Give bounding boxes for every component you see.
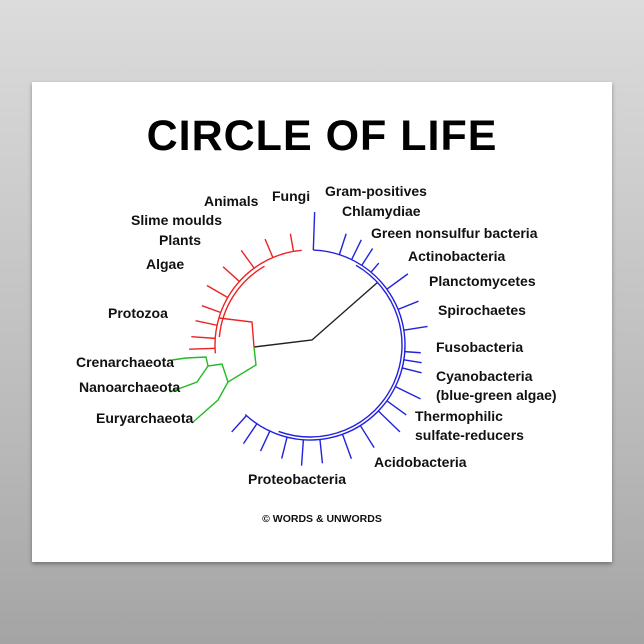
label-plants: Plants [159,232,202,248]
label-algae: Algae [146,256,185,272]
bacteria-leaf [359,425,375,448]
bacteria-leaf [361,248,374,266]
bacteria-arc [244,249,406,441]
bacteria-leaf [386,400,407,416]
bacteria-leaf [397,300,419,311]
label-sulfate-reducers: sulfate-reducers [415,427,524,443]
label-acidobacteria: Acidobacteria [374,454,467,470]
root-branch [253,281,379,348]
label-protozoa: Protozoa [108,305,168,321]
eukaryote-leaf [201,305,221,314]
eukaryote-leaf [240,249,255,269]
bacteria-leaf [403,325,428,331]
eukaryote-arc [214,249,302,354]
bacteria-leaf [242,423,258,445]
bacteria-leaf [377,410,401,433]
bacteria-leaf [404,350,421,354]
bacteria-inner-arc [278,264,403,438]
label-cyanobacteria: Cyanobacteria [436,368,533,384]
label-crenarchaeota: Crenarchaeota [76,354,175,370]
label-proteobacteria: Proteobacteria [248,471,347,487]
poster: CIRCLE OF LIFE Fungi Animals Slime mould… [32,82,612,562]
label-cyanobacteria-note: (blue-green algae) [436,387,557,403]
label-animals: Animals [204,193,259,209]
archaea-stem [191,346,257,424]
archaea-branch [171,356,209,367]
label-gram-positives: Gram-positives [325,183,427,199]
label-spirochaetes: Spirochaetes [438,302,526,318]
eukaryote-stem [218,317,255,348]
label-chlamydiae: Chlamydiae [342,203,421,219]
bacteria-leaf [403,359,422,364]
eukaryote-leaf [289,233,295,252]
bacteria-leaf [319,439,324,464]
bacteria-leaf [300,439,305,466]
label-actinobacteria: Actinobacteria [408,248,506,264]
bacteria-leaf [259,430,271,452]
bacteria-leaf [341,434,353,459]
bacteria-leaf [395,386,421,400]
label-green-nonsulfur-bacteria: Green nonsulfur bacteria [371,225,538,241]
eukaryote-inner-arc [218,265,265,338]
eukaryote-leaf [189,347,216,350]
bacteria-leaf [231,415,247,433]
label-nanoarchaeota: Nanoarchaeota [79,379,181,395]
phylogenetic-tree [169,212,428,466]
bacteria-leaf [370,262,380,273]
label-planctomycetes: Planctomycetes [429,273,536,289]
label-thermophilic: Thermophilic [415,408,503,424]
bacteria-leaf [338,233,347,255]
eukaryote-leaf [264,238,274,258]
bacteria-leaf [351,239,362,260]
eukaryote-leaf [222,266,240,282]
eukaryote-leaf [191,336,216,340]
poster-title: CIRCLE OF LIFE [146,112,498,160]
label-slime-moulds: Slime moulds [131,212,223,228]
label-fusobacteria: Fusobacteria [436,339,524,355]
bacteria-leaf [402,367,422,374]
bacteria-leaf [281,437,288,459]
bacteria-leaf [312,212,316,251]
label-fungi: Fungi [272,188,311,204]
eukaryote-leaf [206,284,229,299]
bacteria-leaf [386,273,409,290]
copyright: © WORDS & UNWORDS [262,513,382,525]
eukaryote-leaf [195,319,218,326]
label-euryarchaeota: Euryarchaeota [96,410,194,426]
